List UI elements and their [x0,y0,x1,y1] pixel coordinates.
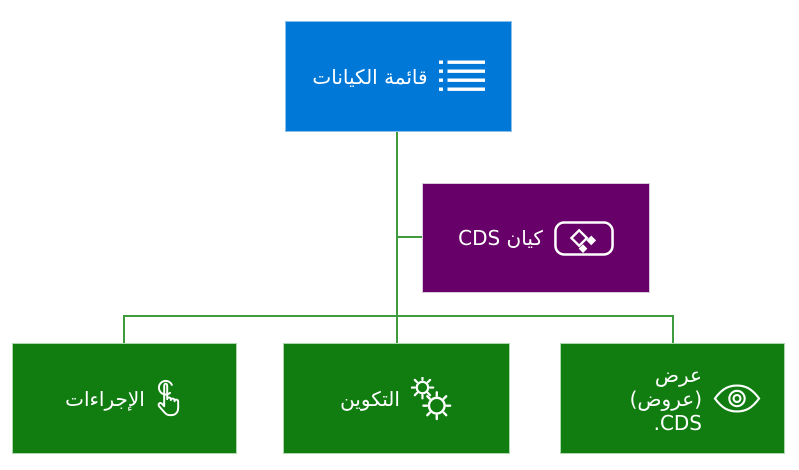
node-cds-entity-label: كيان CDS [458,226,543,250]
node-entity-list: قائمة الكيانات [285,21,512,132]
node-entity-list-label: قائمة الكيانات [312,64,428,89]
connector-branch-to-cds-entity [397,236,422,238]
list-icon [438,60,485,93]
node-actions-label: الإجراءات [65,386,145,411]
node-cds-views-label: عرض (عروض) CDS. [629,362,702,435]
gears-icon [410,376,453,421]
connector-drop-actions [123,315,125,343]
connector-drop-cds-views [672,315,674,343]
power-apps-icon [554,220,614,256]
tap-hand-icon [156,379,184,419]
node-actions: الإجراءات [12,343,237,454]
node-configuration: التكوين [283,343,510,454]
eye-icon [713,384,761,413]
node-cds-views: عرض (عروض) CDS. [560,343,785,454]
connector-horizontal-bus [123,315,674,317]
node-cds-entity: كيان CDS [422,183,650,293]
node-configuration-label: التكوين [340,386,400,411]
